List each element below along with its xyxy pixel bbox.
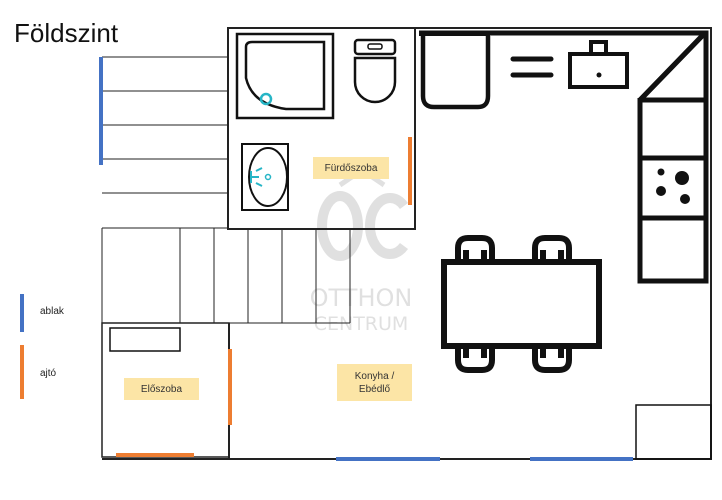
chair-bottom-right — [532, 346, 572, 373]
bathroom-walls — [227, 27, 416, 230]
tap-icon — [250, 167, 263, 187]
room-label-kitchen: Konyha / Ebédlő — [337, 364, 412, 401]
room-label-kitchen-line2: Ebédlő — [358, 383, 391, 395]
kitchen-sink-icon — [568, 40, 629, 89]
toilet-icon — [353, 38, 397, 104]
room-label-kitchen-line1: Konyha / — [354, 370, 395, 382]
chair-bottom-left — [455, 346, 495, 373]
kitchen-counters — [419, 30, 709, 284]
chair-top-right — [532, 235, 572, 262]
stove-icon — [656, 168, 690, 204]
shower-tray — [235, 32, 335, 120]
fridge-icon — [419, 32, 491, 110]
otthon-centrum-watermark: OTTHON CENTRUM — [310, 166, 413, 335]
watermark-line2: CENTRUM — [314, 313, 409, 335]
dishwasher-icon — [510, 56, 554, 78]
watermark-line1: OTTHON — [310, 284, 413, 312]
chair-top-left — [455, 235, 495, 262]
legend-door-label: ajtó — [40, 368, 57, 379]
kitchen-cabinet-corner — [635, 404, 712, 460]
doors — [116, 137, 412, 457]
hall-cabinet — [109, 327, 181, 352]
washbasin-icon — [241, 143, 289, 211]
floor-title: Földszint — [14, 18, 119, 48]
windows — [99, 57, 633, 461]
legend-window-label: ablak — [40, 306, 64, 317]
shower-drain-icon — [259, 92, 273, 106]
dining-table — [441, 235, 602, 373]
room-label-hall: Előszoba — [124, 378, 199, 400]
room-label-bathroom: Fürdőszoba — [313, 157, 389, 179]
staircase-upper — [102, 56, 228, 229]
